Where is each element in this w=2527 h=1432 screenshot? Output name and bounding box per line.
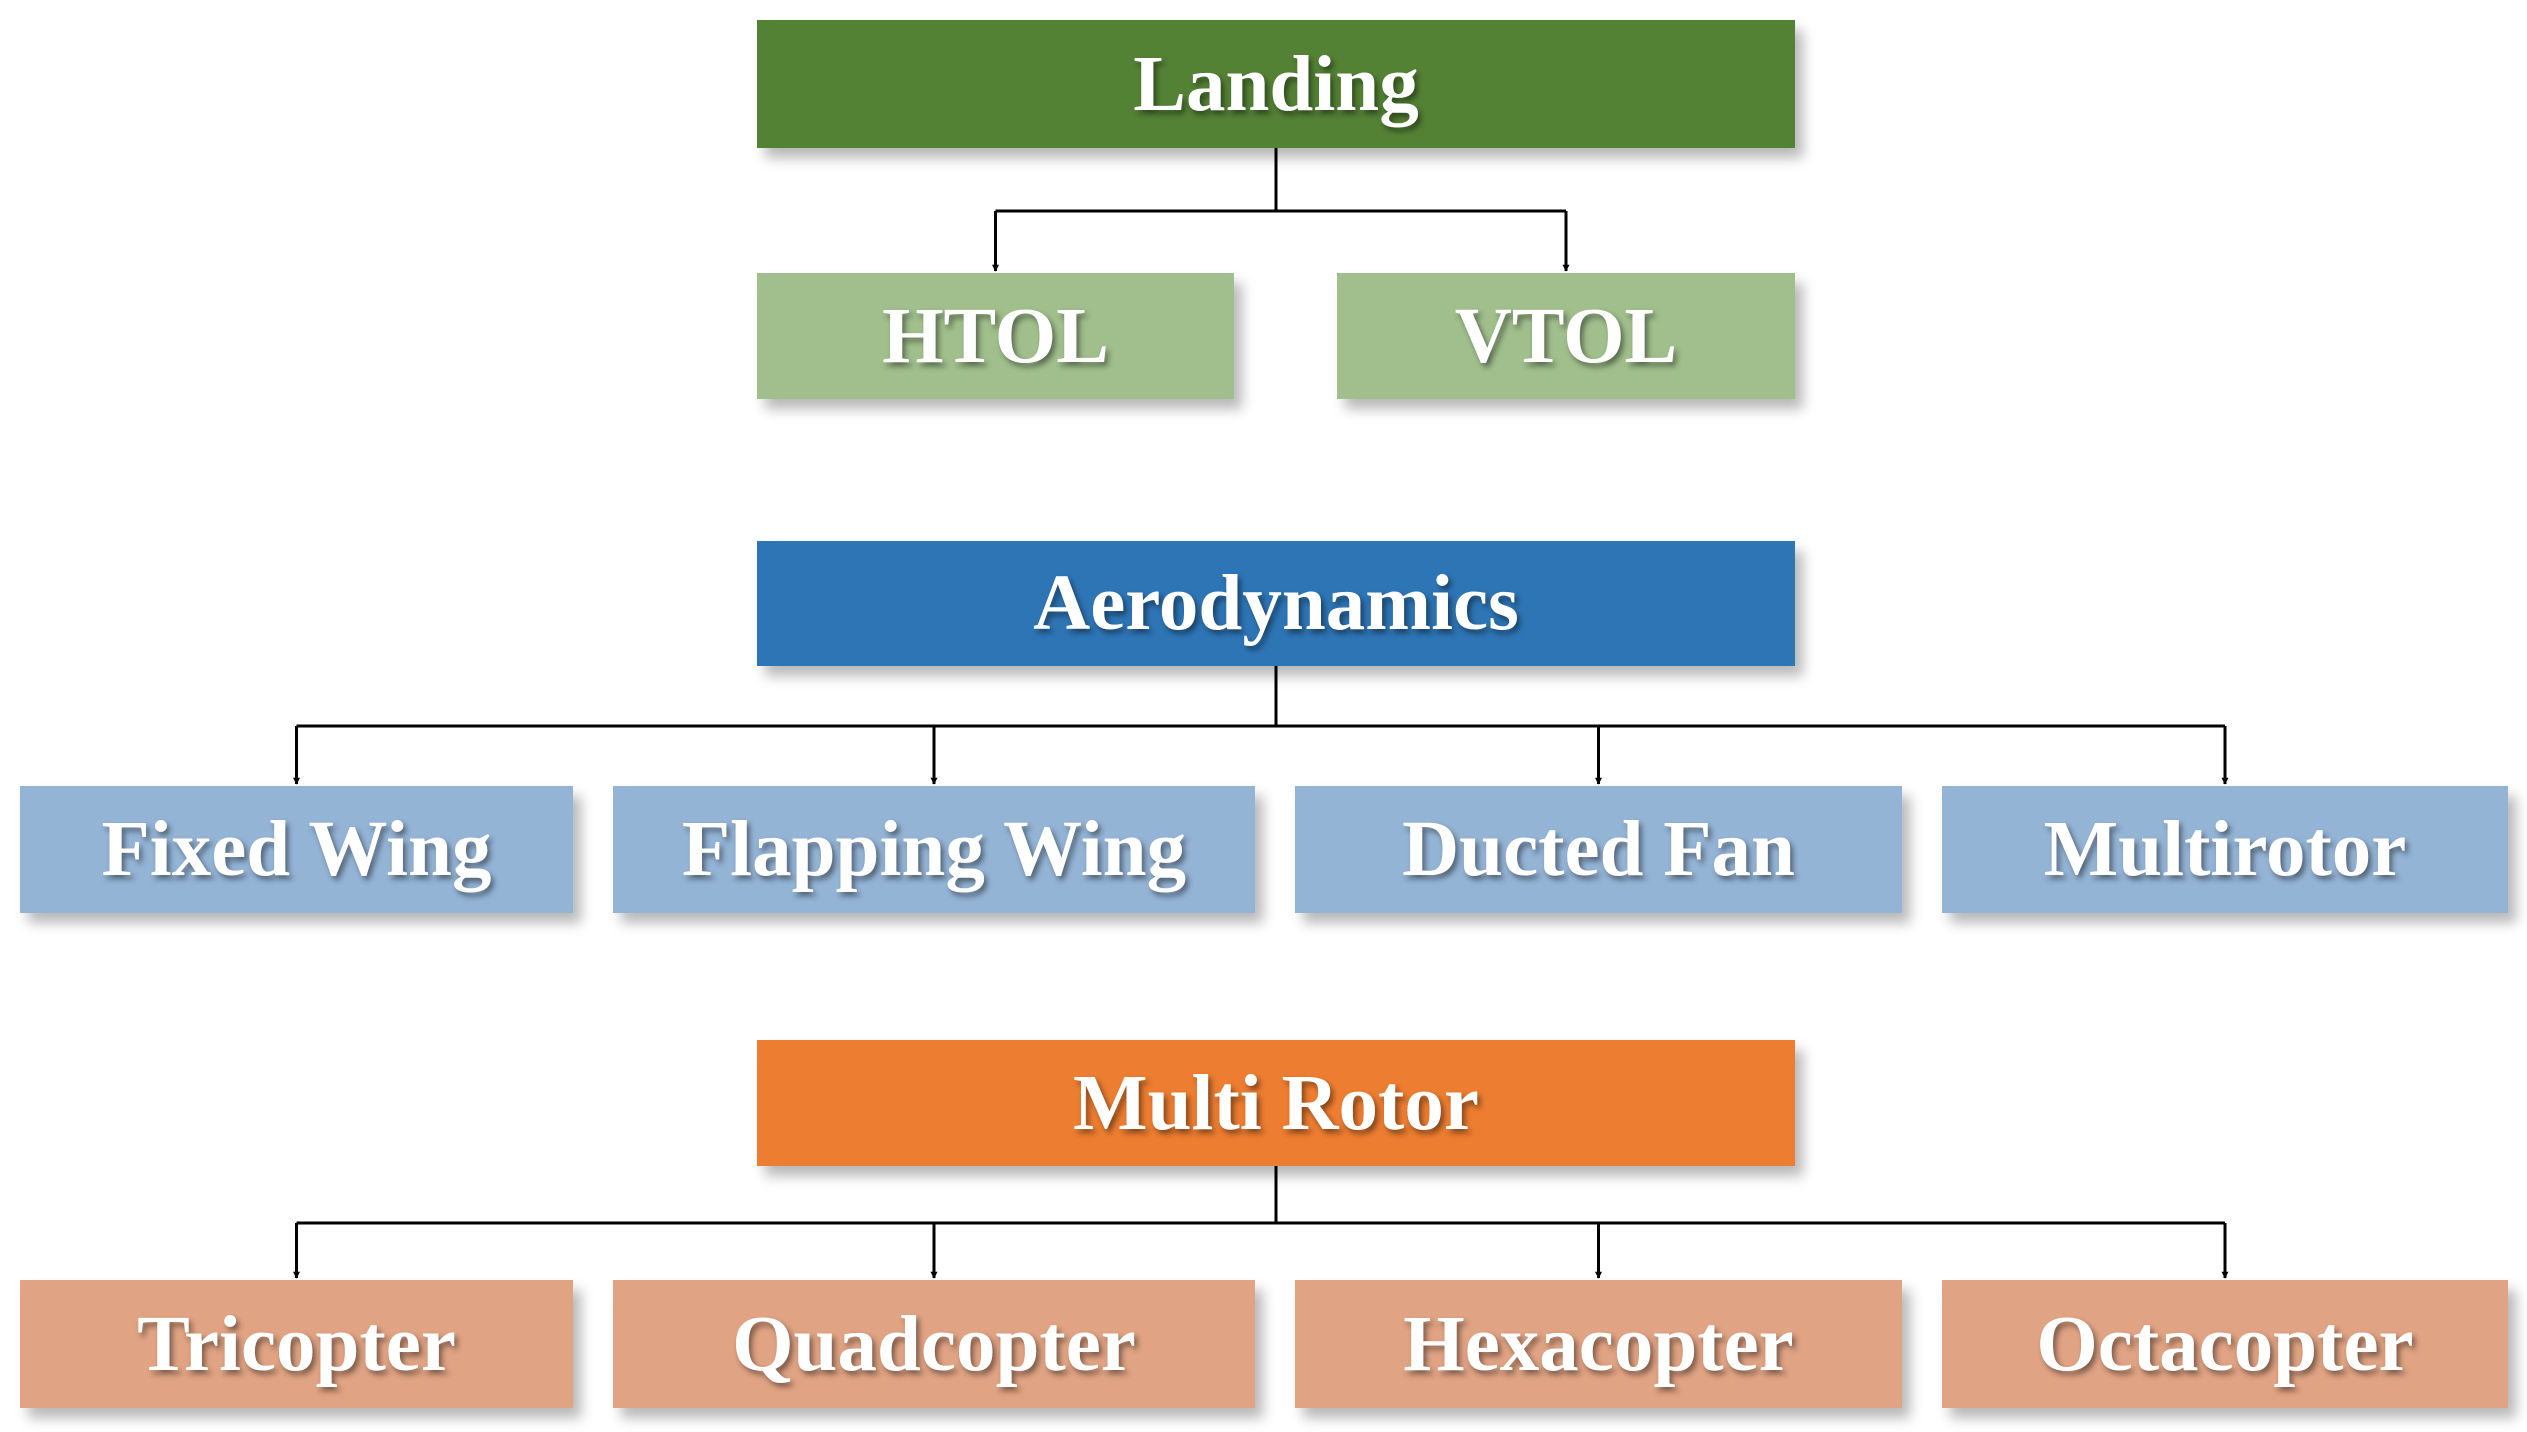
ducted-fan-box: Ducted Fan xyxy=(1295,786,1902,913)
landing-box: Landing xyxy=(757,20,1795,148)
tricopter-box: Tricopter xyxy=(20,1280,573,1408)
multirotor-box: Multirotor xyxy=(1942,786,2508,913)
hexacopter-box: Hexacopter xyxy=(1295,1280,1902,1408)
flapping-wing-box: Flapping Wing xyxy=(613,786,1255,913)
quadcopter-box: Quadcopter xyxy=(613,1280,1255,1408)
fixed-wing-box: Fixed Wing xyxy=(20,786,573,913)
vtol-box: VTOL xyxy=(1337,273,1795,399)
multi-rotor-box: Multi Rotor xyxy=(757,1040,1795,1166)
htol-box: HTOL xyxy=(757,273,1234,399)
octacopter-box: Octacopter xyxy=(1942,1280,2508,1408)
aerodynamics-box: Aerodynamics xyxy=(757,541,1795,666)
